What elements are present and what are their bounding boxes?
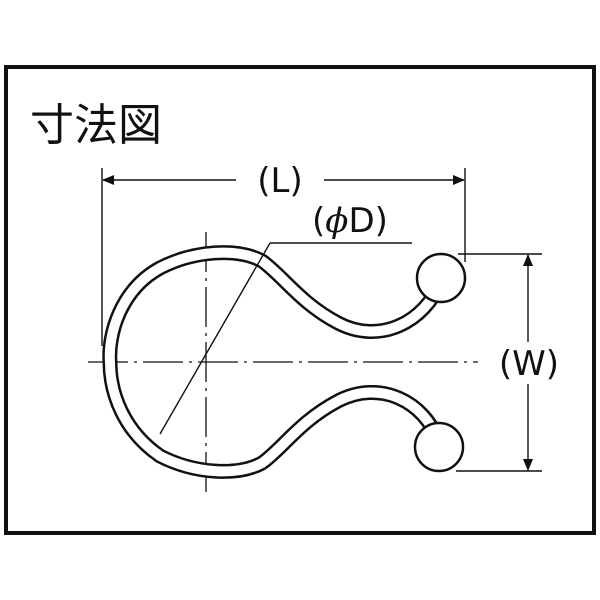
- drawing-title: 寸法図: [30, 100, 162, 151]
- diameter-leader-diagonal: [159, 242, 271, 435]
- length-label-gap: [236, 160, 324, 200]
- length-dimension: (L): [101, 160, 466, 346]
- diameter-dimension: (ϕD): [159, 201, 412, 435]
- width-label-gap: [488, 342, 572, 384]
- clip-outline-inner: [104, 247, 446, 477]
- frame-border: [4, 65, 596, 535]
- clip-shape: [102, 245, 467, 479]
- length-label: (L): [257, 161, 302, 201]
- width-dimension: (W): [456, 253, 572, 472]
- bottom-ball-end: [413, 421, 465, 473]
- width-label: (W): [499, 344, 559, 384]
- diameter-label: (ϕD): [312, 201, 388, 241]
- top-ball-end: [415, 252, 467, 304]
